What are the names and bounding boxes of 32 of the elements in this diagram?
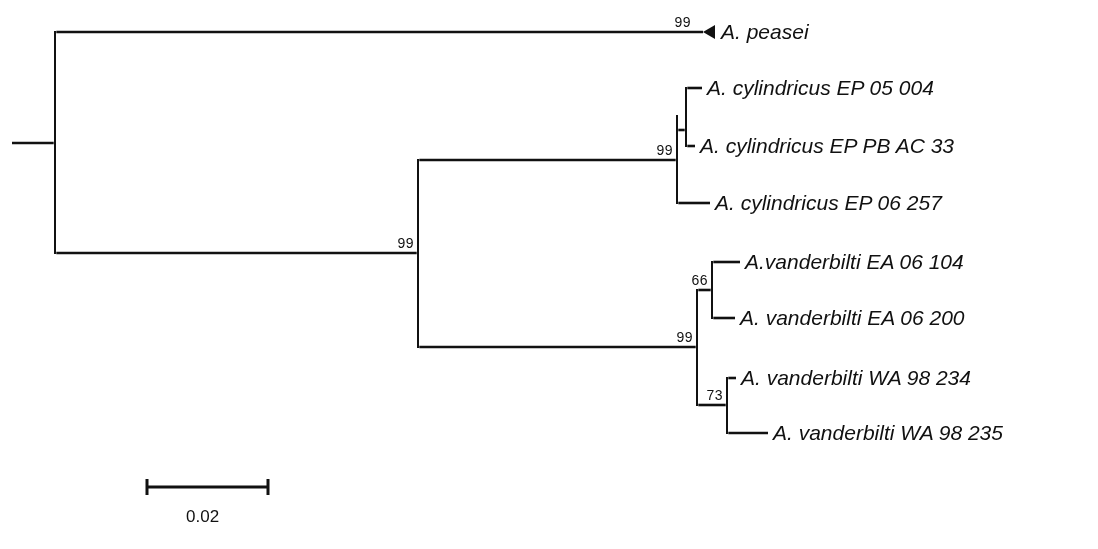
bootstrap-value: 99 <box>676 330 693 345</box>
tree-branch <box>419 345 696 349</box>
branch-bar <box>695 288 699 407</box>
branch-bar <box>53 30 57 255</box>
branch-bar <box>675 114 679 205</box>
tree-branch <box>678 201 710 205</box>
taxon-label: A. cylindricus EP 06 257 <box>710 189 942 217</box>
taxon-label: A. peasei <box>719 19 809 45</box>
taxon-label: A. vanderbilti EA 06 200 <box>735 304 965 332</box>
scale-value: 0.02 <box>186 507 220 527</box>
tree-branch <box>12 141 54 145</box>
tree-branch <box>728 431 768 435</box>
bootstrap-value: 73 <box>706 388 723 403</box>
tree-branch <box>419 158 676 162</box>
taxon-label: A.vanderbilti EA 06 104 <box>740 248 964 276</box>
tree-branch <box>56 251 417 255</box>
taxon-label: A. vanderbilti WA 98 235 <box>768 419 1003 447</box>
tree-branch <box>698 403 726 407</box>
taxon-label: A. cylindricus EP PB AC 33 <box>695 132 955 160</box>
branch-bar <box>710 260 714 320</box>
bootstrap-value: 66 <box>691 273 708 288</box>
bootstrap-value: 99 <box>674 15 691 30</box>
branch-bar <box>416 158 420 349</box>
taxon-label: A. cylindricus EP 05 004 <box>702 74 934 102</box>
bootstrap-value: 99 <box>397 236 414 251</box>
branch-bar <box>684 86 688 148</box>
bootstrap-value: 99 <box>656 143 673 158</box>
tree-branch <box>713 260 740 264</box>
tree-branch <box>56 30 703 34</box>
branch-bar <box>725 376 729 435</box>
taxon-label: A. vanderbilti WA 98 234 <box>736 364 971 392</box>
tree-branch <box>713 316 735 320</box>
